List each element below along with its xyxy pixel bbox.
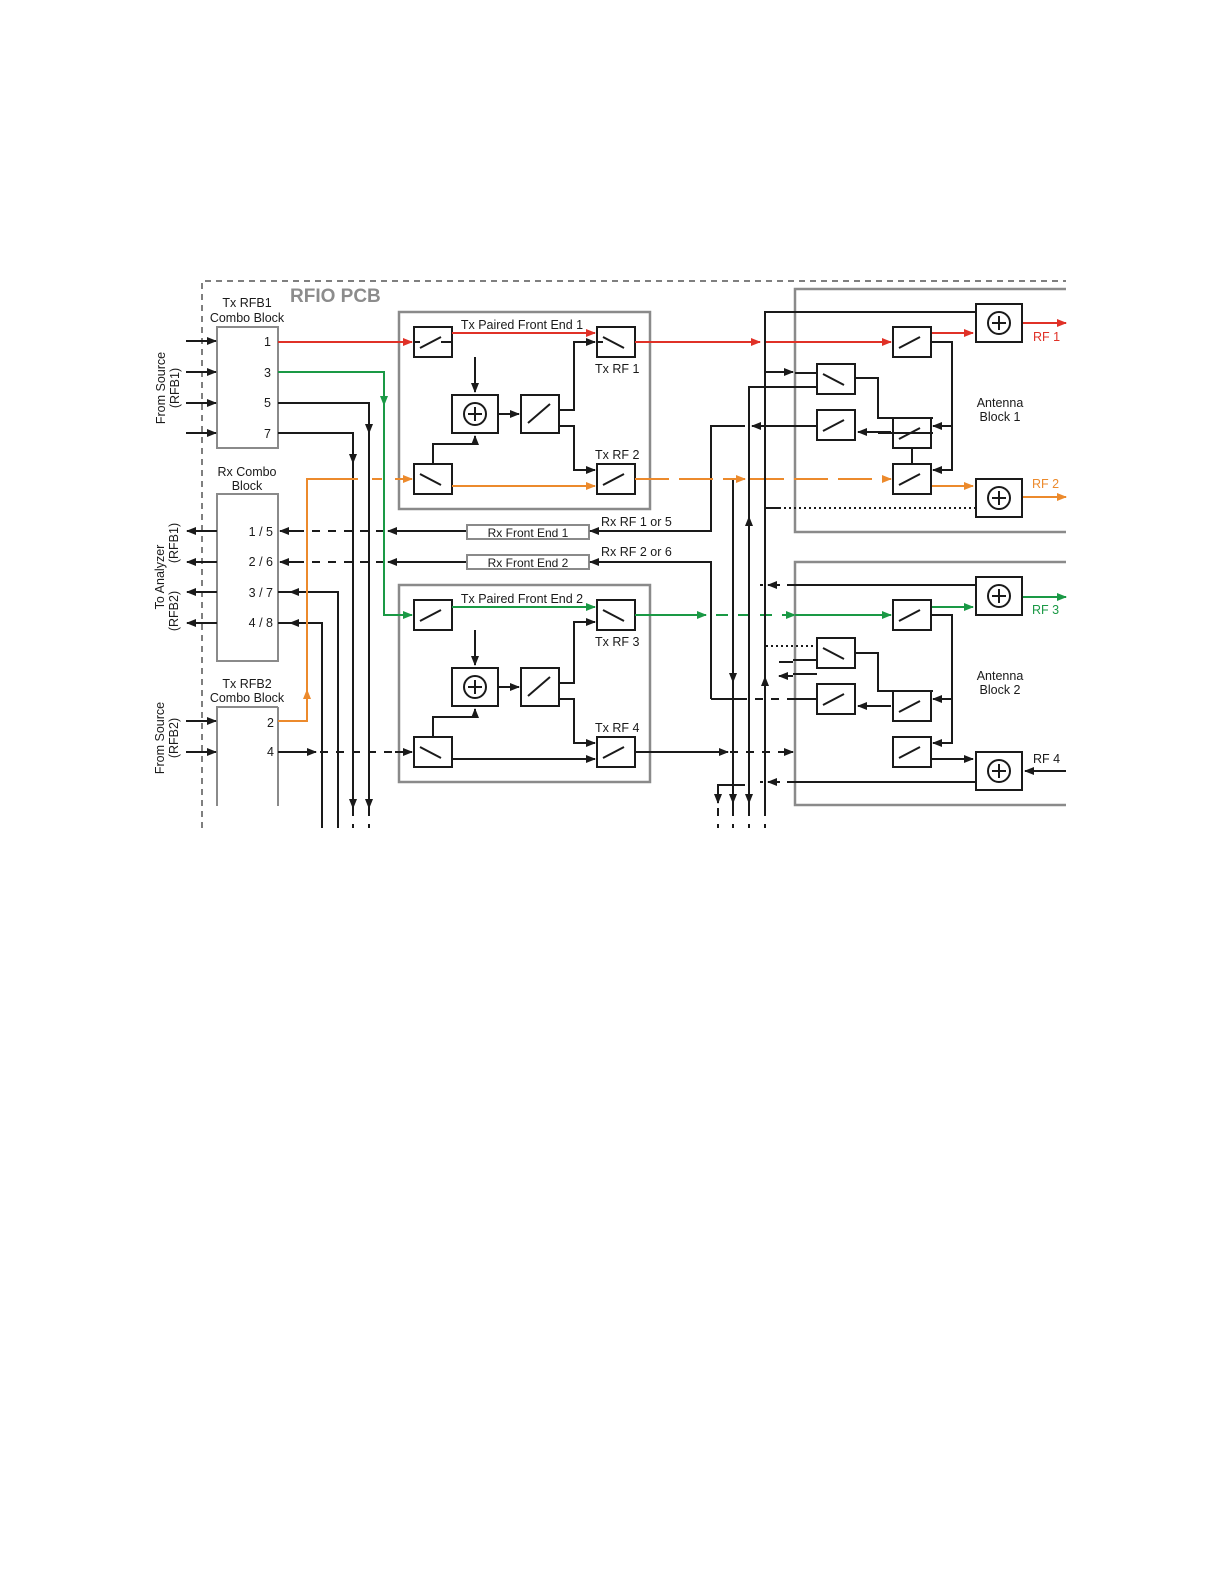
- tx-rf-4-label: Tx RF 4: [595, 721, 639, 735]
- from-source-rfb1-label-1: From Source: [154, 352, 168, 424]
- rx-combo-port-3-7: 3 / 7: [249, 586, 273, 600]
- tx-rfb1-port-7: 7: [264, 427, 271, 441]
- tx-rfb1-combo-block: [216, 326, 279, 449]
- rf4-output-label: RF 4: [1033, 752, 1060, 766]
- to-analyzer-rfb1-label: (RFB1): [167, 523, 181, 563]
- tx-rfb1-port-5: 5: [264, 396, 271, 410]
- rx-combo-port-4-8: 4 / 8: [249, 616, 273, 630]
- from-source-rfb2-label-2: (RFB2): [167, 718, 181, 758]
- rx-combo-title-2: Block: [232, 479, 263, 493]
- rf1-output-label: RF 1: [1033, 330, 1060, 344]
- tx-rfb2-port-2: 2: [267, 716, 274, 730]
- from-source-rfb1-label-2: (RFB1): [168, 368, 182, 408]
- pcb-title: RFIO PCB: [290, 286, 381, 307]
- tx-rfb2-title-2: Combo Block: [210, 691, 285, 705]
- front-end-1-group: [397, 310, 652, 511]
- tx-rfb1-port-3: 3: [264, 366, 271, 380]
- right-bus-wiring: [714, 311, 976, 828]
- tx-rf-1-label: Tx RF 1: [595, 362, 639, 376]
- rx-rf-1-or-5-label: Rx RF 1 or 5: [601, 515, 672, 529]
- antenna-block-1-group: [793, 287, 1066, 534]
- antenna-block-2-group: [793, 560, 1066, 807]
- rf3-output-label: RF 3: [1032, 603, 1059, 617]
- rx-combo-block: [216, 493, 279, 662]
- rx-rf-2-or-6-label: Rx RF 2 or 6: [601, 545, 672, 559]
- tx-rf-2-label: Tx RF 2: [595, 448, 639, 462]
- pcb-boundary: [201, 280, 1066, 828]
- front-end-2-title: Tx Paired Front End 2: [461, 592, 583, 606]
- antenna-block-1-internals: [816, 303, 1023, 518]
- antenna-block-2-label-2: Block 2: [980, 683, 1021, 697]
- tx-rfb1-port-1: 1: [264, 335, 271, 349]
- rx-front-end-1-label: Rx Front End 1: [488, 526, 569, 540]
- front-end-1-title: Tx Paired Front End 1: [461, 318, 583, 332]
- rx-combo-title-1: Rx Combo: [217, 465, 276, 479]
- rx-front-end-2-label: Rx Front End 2: [488, 556, 569, 570]
- front-end-1-internals: [413, 326, 636, 495]
- tx-rfb1-title-1: Tx RFB1: [222, 296, 271, 310]
- from-source-rfb2-label-1: From Source: [153, 702, 167, 774]
- tx-rfb1-title-2: Combo Block: [210, 311, 285, 325]
- front-end-2-internals: [413, 599, 636, 768]
- left-edge-arrows: [186, 337, 217, 756]
- tx-rfb2-port-4: 4: [267, 745, 274, 759]
- rx-combo-port-2-6: 2 / 6: [249, 555, 273, 569]
- antenna-block-2-label-1: Antenna: [977, 669, 1024, 683]
- to-analyzer-rfb2-label: (RFB2): [167, 591, 181, 631]
- front-end-2-group: [397, 583, 652, 784]
- left-bus-wiring: [278, 402, 373, 828]
- antenna-block-2-internals: [816, 576, 1066, 791]
- rf2-output-label: RF 2: [1032, 477, 1059, 491]
- rf3-green-path: [278, 371, 1067, 619]
- tx-rf-3-label: Tx RF 3: [595, 635, 639, 649]
- tx-rfb2-title-1: Tx RFB2: [222, 677, 271, 691]
- tx-rfb2-combo-block: [216, 706, 279, 806]
- rf1-red-path: [278, 319, 1067, 346]
- antenna-block-1-label-2: Block 1: [980, 410, 1021, 424]
- to-analyzer-label: To Analyzer: [153, 545, 167, 610]
- rx-combo-port-1-5: 1 / 5: [249, 525, 273, 539]
- rf2-orange-path: [278, 475, 1067, 722]
- antenna-block-1-label-1: Antenna: [977, 396, 1024, 410]
